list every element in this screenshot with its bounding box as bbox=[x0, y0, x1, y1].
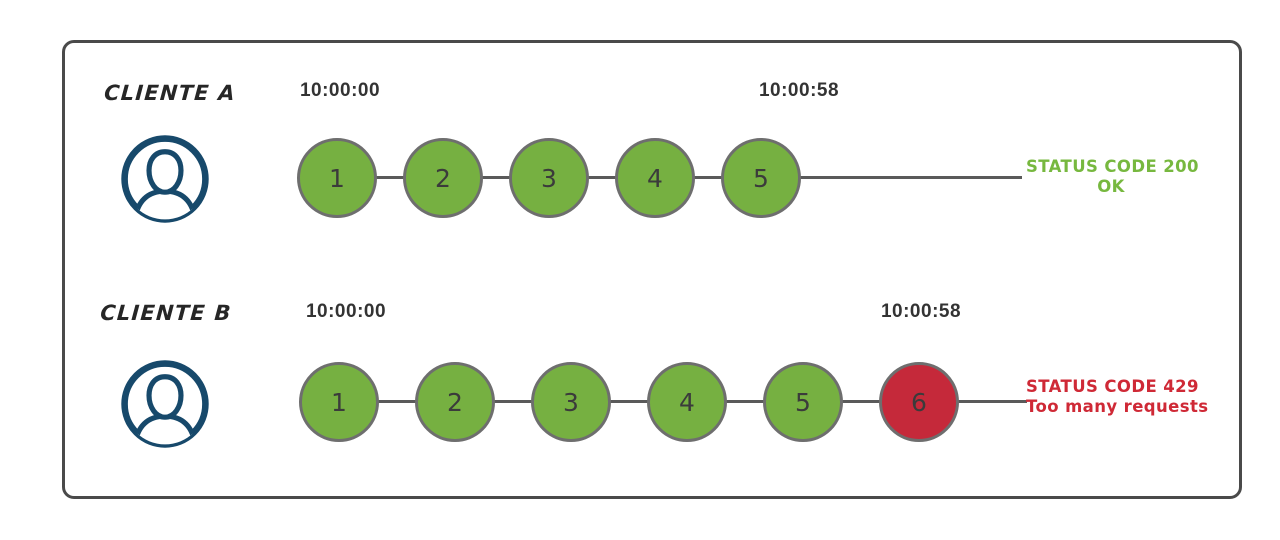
request-number: 3 bbox=[541, 163, 557, 193]
request-number: 1 bbox=[329, 163, 345, 193]
request-number: 2 bbox=[447, 387, 463, 417]
request-circle: 4 bbox=[615, 138, 695, 218]
request-circle: 2 bbox=[415, 362, 495, 442]
status-code-line: STATUS CODE 429 bbox=[1026, 377, 1199, 396]
request-circle: 5 bbox=[763, 362, 843, 442]
client-b-end-time: 10:00:58 bbox=[880, 301, 962, 322]
client-b-label: CLIENTE B bbox=[99, 301, 233, 325]
client-a-avatar-icon bbox=[121, 135, 209, 223]
request-number: 5 bbox=[753, 163, 769, 193]
client-a-label: CLIENTE A bbox=[103, 81, 237, 105]
client-a-end-time: 10:00:58 bbox=[758, 80, 840, 101]
request-number: 5 bbox=[795, 387, 811, 417]
request-number: 1 bbox=[331, 387, 347, 417]
request-number: 4 bbox=[679, 387, 695, 417]
client-b-status-text: STATUS CODE 429 Too many requests bbox=[1026, 377, 1209, 417]
status-message-line: OK bbox=[1097, 177, 1125, 196]
request-circle: 4 bbox=[647, 362, 727, 442]
request-circle: 3 bbox=[509, 138, 589, 218]
client-a-request-timeline: 1 2 3 4 5 bbox=[297, 138, 801, 218]
request-number: 4 bbox=[647, 163, 663, 193]
request-circle: 5 bbox=[721, 138, 801, 218]
client-a-start-time: 10:00:00 bbox=[299, 80, 381, 101]
request-circle: 2 bbox=[403, 138, 483, 218]
request-circle: 1 bbox=[297, 138, 377, 218]
client-a-status-text: STATUS CODE 200 OK bbox=[1026, 157, 1199, 197]
client-b-start-time: 10:00:00 bbox=[305, 301, 387, 322]
client-b-avatar-icon bbox=[121, 360, 209, 448]
request-number: 3 bbox=[563, 387, 579, 417]
client-b-request-timeline: 1 2 3 4 5 6 bbox=[299, 362, 959, 442]
request-number: 6 bbox=[911, 387, 927, 417]
request-number: 2 bbox=[435, 163, 451, 193]
status-message-line: Too many requests bbox=[1026, 397, 1209, 416]
request-circle: 3 bbox=[531, 362, 611, 442]
request-circle: 1 bbox=[299, 362, 379, 442]
status-code-line: STATUS CODE 200 bbox=[1026, 157, 1199, 176]
request-circle-blocked: 6 bbox=[879, 362, 959, 442]
